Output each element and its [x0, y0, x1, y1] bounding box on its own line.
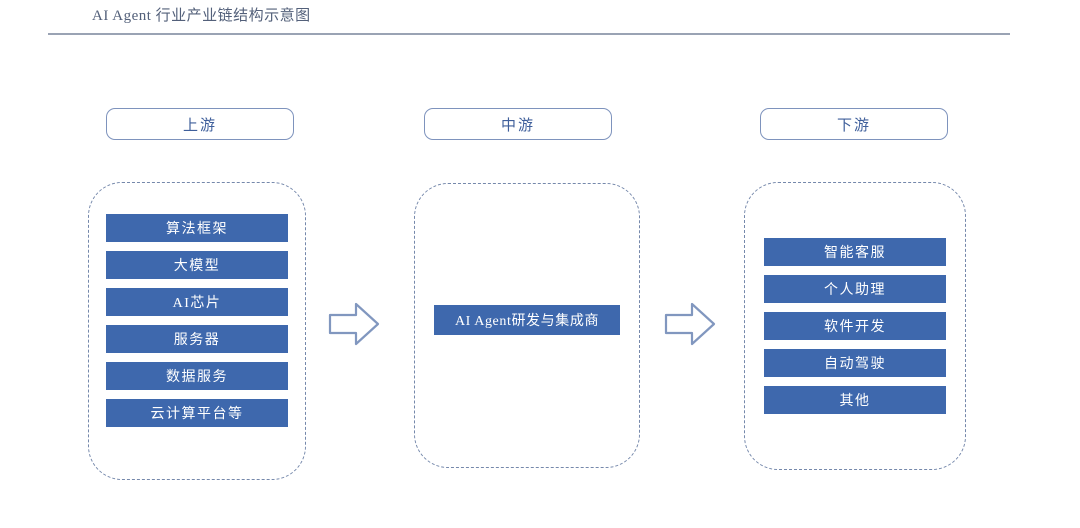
stage-item-list-upstream: 算法框架 大模型 AI芯片 服务器 数据服务 云计算平台等 — [88, 214, 306, 427]
stage-item[interactable]: 云计算平台等 — [106, 399, 288, 427]
stage-item[interactable]: 自动驾驶 — [764, 349, 946, 377]
stage-item[interactable]: 智能客服 — [764, 238, 946, 266]
stage-item[interactable]: 数据服务 — [106, 362, 288, 390]
stage-container-midstream — [414, 183, 640, 468]
stage-item-list-downstream: 智能客服 个人助理 软件开发 自动驾驶 其他 — [744, 238, 966, 414]
stage-item[interactable]: 服务器 — [106, 325, 288, 353]
stage-header-midstream: 中游 — [424, 108, 612, 140]
right-arrow-icon — [326, 299, 382, 349]
stage-header-downstream: 下游 — [760, 108, 948, 140]
stage-item[interactable]: 软件开发 — [764, 312, 946, 340]
right-arrow-icon — [662, 299, 718, 349]
stage-container-upstream — [88, 182, 306, 480]
stage-container-downstream — [744, 182, 966, 470]
stage-item[interactable]: 算法框架 — [106, 214, 288, 242]
stage-item[interactable]: 个人助理 — [764, 275, 946, 303]
page-title: AI Agent 行业产业链结构示意图 — [92, 8, 311, 24]
stage-item[interactable]: 其他 — [764, 386, 946, 414]
title-divider — [48, 33, 1010, 35]
stage-item[interactable]: AI Agent研发与集成商 — [434, 305, 620, 335]
stage-item[interactable]: AI芯片 — [106, 288, 288, 316]
stage-item-list-midstream: AI Agent研发与集成商 — [414, 305, 640, 335]
stage-header-upstream: 上游 — [106, 108, 294, 140]
stage-item[interactable]: 大模型 — [106, 251, 288, 279]
